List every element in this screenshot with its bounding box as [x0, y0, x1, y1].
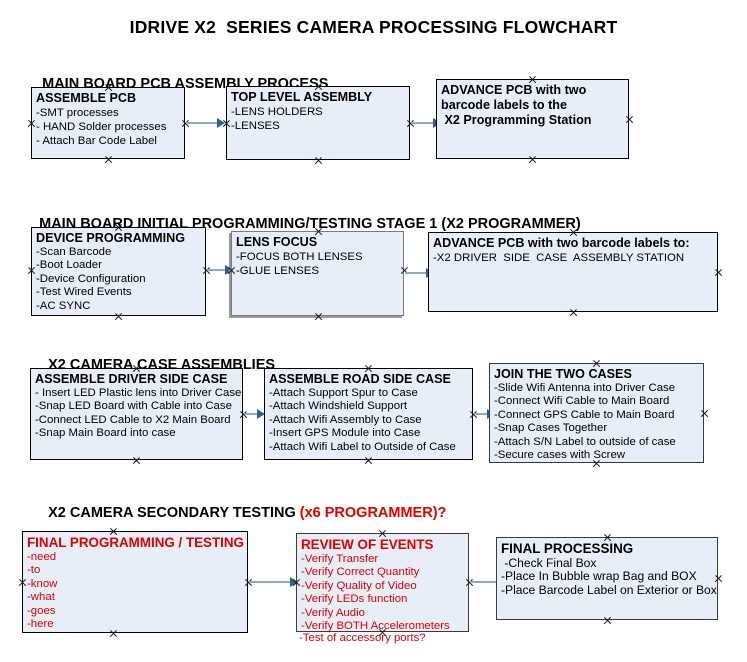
connector-shaft [207, 269, 226, 271]
node-title: FINAL PROCESSING [501, 541, 634, 556]
node-line: -know [27, 577, 58, 590]
node-line: -Attach Wifi Assembly to Case [269, 413, 422, 426]
node-title: ASSEMBLE ROAD SIDE CASE [269, 372, 451, 386]
node-line: -Place Barcode Label on Exterior or Box [501, 582, 717, 597]
page-title: IDRIVE X2 SERIES CAMERA PROCESSING FLOWC… [129, 17, 618, 37]
node-line: -Boot Loader [36, 259, 102, 272]
node-assemble-driver-side-case[interactable]: ASSEMBLE DRIVER SIDE CASE - Insert LED P… [30, 368, 243, 460]
node-advance-pcb-driver-side[interactable]: ADVANCE PCB with two barcode labels to: … [428, 232, 718, 312]
node-title: ASSEMBLE PCB [36, 91, 137, 105]
connector-arrow [207, 265, 234, 275]
node-line: -Secure cases with Screw [494, 449, 626, 462]
node-title: LENS FOCUS [236, 235, 318, 249]
node-line: X2 Programming Station [441, 113, 592, 127]
node-line: -Verify Audio [301, 606, 365, 619]
node-line: barcode labels to the [441, 98, 567, 112]
connector-arrow [244, 409, 266, 419]
node-line: -need [27, 551, 57, 563]
node-advance-pcb-programming-station[interactable]: ADVANCE PCB with two barcode labels to t… [436, 79, 629, 159]
node-line: -Connect GPS Cable to Main Board [494, 408, 675, 421]
node-line: -Attach Windshield Support [269, 400, 408, 413]
section-heading-4-accent: (x6 PROGRAMMER)? [299, 505, 447, 521]
node-line: - Insert LED Plastic lens into Driver Ca… [35, 387, 242, 399]
arrowhead-icon [290, 577, 298, 587]
connector-shaft [249, 581, 291, 583]
node-line: - HAND Solder processes [36, 121, 167, 134]
node-line: -Scan Barcode [36, 246, 112, 258]
node-line: -what [27, 591, 55, 604]
connector-shaft [470, 581, 506, 583]
node-line: -SMT processes [36, 107, 119, 119]
node-line: -GLUE LENSES [236, 265, 319, 278]
node-line: -X2 DRIVER SIDE CASE ASSEMBLY STATION [433, 252, 685, 264]
node-line: -Insert GPS Module into Case [269, 427, 421, 440]
node-title: DEVICE PROGRAMMING [36, 231, 186, 245]
connector-shaft [244, 413, 258, 415]
connector-shaft [474, 413, 488, 415]
node-review-of-events[interactable]: REVIEW OF EVENTS -Verify Transfer -Verif… [296, 533, 469, 632]
arrowhead-icon [257, 409, 265, 419]
node-assemble-pcb[interactable]: ASSEMBLE PCB -SMT processes - HAND Solde… [31, 87, 185, 159]
node-title: ADVANCE PCB with two [441, 83, 587, 97]
node-line: -Connect LED Cable to X2 Main Board [35, 413, 231, 426]
node-line: -Test Wired Events [36, 286, 132, 299]
node-line: -Snap LED Board with Cable into Case [35, 400, 232, 413]
node-overflow-line: -Test of accessory ports? [299, 632, 426, 644]
node-title: REVIEW OF EVENTS [301, 537, 434, 552]
node-line: -here [27, 618, 54, 631]
node-line: -Attach Support Spur to Case [269, 387, 418, 399]
node-device-programming[interactable]: DEVICE PROGRAMMING -Scan Barcode -Boot L… [31, 227, 206, 316]
node-line: -Attach S/N Label to outside of case [494, 435, 676, 448]
node-line: -LENS HOLDERS [231, 106, 323, 118]
connector-shaft [405, 272, 427, 274]
node-line: -Verify LEDs function [301, 593, 408, 606]
node-title: FINAL PROGRAMMING / TESTING [27, 535, 244, 550]
arrowhead-icon [217, 118, 225, 128]
node-line: -Connect Wifi Cable to Main Board [494, 395, 670, 408]
node-lens-focus[interactable]: LENS FOCUS -FOCUS BOTH LENSES -GLUE LENS… [231, 231, 404, 316]
node-join-the-two-cases[interactable]: JOIN THE TWO CASES -Slide Wifi Antenna i… [489, 363, 704, 463]
connector-shaft [411, 122, 434, 124]
connector-arrow [186, 118, 226, 128]
node-line: -goes [27, 604, 56, 617]
node-line: -LENSES [231, 120, 280, 133]
arrowhead-icon [225, 265, 233, 275]
node-line: -Slide Wifi Antenna into Driver Case [494, 382, 676, 394]
node-line: -FOCUS BOTH LENSES [236, 251, 363, 263]
node-final-processing[interactable]: FINAL PROCESSING -Check Final Box -Place… [496, 537, 718, 620]
node-line: -AC SYNC [36, 299, 91, 312]
node-line: -Place In Bubble wrap Bag and BOX [501, 569, 697, 584]
node-line: -Verify Quality of Video [301, 579, 417, 592]
node-line: -Attach Wifi Label to Outside of Case [269, 440, 456, 453]
node-title: TOP LEVEL ASSEMBLY [231, 90, 373, 104]
node-line: -Verify Correct Quantity [301, 566, 420, 579]
node-top-level-assembly[interactable]: TOP LEVEL ASSEMBLY -LENS HOLDERS -LENSES [226, 86, 410, 160]
node-line: -to [27, 564, 41, 577]
node-assemble-road-side-case[interactable]: ASSEMBLE ROAD SIDE CASE -Attach Support … [264, 368, 473, 460]
node-line: -Verify Transfer [301, 553, 379, 565]
connector-shaft [186, 122, 218, 124]
section-heading-4-text: X2 CAMERA SECONDARY TESTING [48, 505, 300, 521]
node-title: JOIN THE TWO CASES [494, 367, 632, 381]
node-line: -Snap Cases Together [494, 422, 608, 435]
node-line: -Verify BOTH Accelerometers [301, 620, 450, 633]
node-line: -Device Configuration [36, 272, 146, 285]
node-final-programming-testing[interactable]: FINAL PROGRAMMING / TESTING -need -to -k… [22, 531, 248, 633]
node-line: -Snap Main Board into case [35, 427, 176, 440]
connector-arrow [249, 577, 299, 587]
node-line: -Check Final Box [501, 556, 597, 570]
section-heading-4: X2 CAMERA SECONDARY TESTING (x6 PROGRAMM… [32, 489, 446, 537]
node-line: - Attach Bar Code Label [36, 135, 157, 148]
node-title: ASSEMBLE DRIVER SIDE CASE [35, 372, 228, 386]
node-title: ADVANCE PCB with two barcode labels to: [433, 236, 690, 250]
